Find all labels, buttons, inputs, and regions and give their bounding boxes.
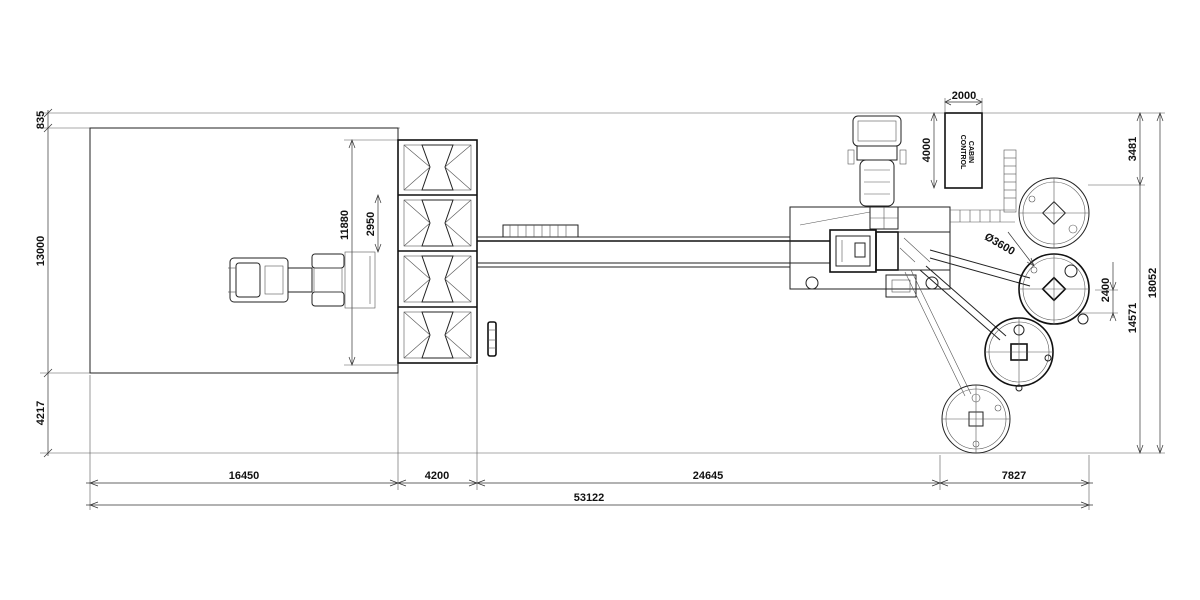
silo-4 bbox=[941, 384, 1011, 454]
dim-24645: 24645 bbox=[693, 470, 724, 482]
dim-14571: 14571 bbox=[1127, 303, 1139, 334]
dim-11880: 11880 bbox=[339, 210, 351, 240]
dim-2400: 2400 bbox=[1100, 278, 1112, 302]
feed-hoppers bbox=[397, 139, 478, 364]
dimension-labels: 16450 4200 24645 7827 53122 835 13000 42… bbox=[35, 90, 1159, 504]
hopper-1 bbox=[403, 144, 472, 191]
storage-yard bbox=[89, 127, 399, 374]
mixing-tower bbox=[789, 206, 1015, 298]
hopper-4 bbox=[403, 311, 472, 359]
silo-2 bbox=[1007, 231, 1090, 325]
dim-13000: 13000 bbox=[35, 236, 47, 267]
motor-unit bbox=[487, 321, 497, 357]
cabin-label-line1: CONTROL bbox=[959, 135, 966, 170]
dim-2950: 2950 bbox=[365, 212, 377, 236]
dim-4200: 4200 bbox=[425, 470, 449, 482]
control-cabin: CONTROL CABIN bbox=[944, 112, 983, 189]
dim-7827: 7827 bbox=[1002, 470, 1026, 482]
dim-2000: 2000 bbox=[952, 90, 976, 102]
dim-4217: 4217 bbox=[35, 401, 47, 425]
hopper-2 bbox=[403, 199, 472, 247]
hopper-3 bbox=[403, 255, 472, 303]
silo-1 bbox=[1018, 177, 1090, 249]
dim-3481: 3481 bbox=[1127, 137, 1139, 161]
stairway bbox=[1003, 149, 1017, 213]
dim-18052: 18052 bbox=[1147, 268, 1159, 299]
cabin-label-line2: CABIN bbox=[967, 141, 974, 163]
dim-4000: 4000 bbox=[921, 138, 933, 162]
dimension-frame bbox=[40, 98, 1165, 510]
belt-conveyor bbox=[477, 224, 830, 268]
dim-53122: 53122 bbox=[574, 492, 605, 504]
silo-3 bbox=[984, 317, 1054, 392]
screw-conveyors bbox=[904, 249, 1031, 397]
wheel-loader bbox=[228, 253, 345, 307]
mixer-truck bbox=[847, 115, 907, 207]
dim-835: 835 bbox=[35, 111, 47, 129]
dim-silo-diameter: Ø3600 bbox=[982, 231, 1017, 258]
dim-16450: 16450 bbox=[229, 470, 260, 482]
